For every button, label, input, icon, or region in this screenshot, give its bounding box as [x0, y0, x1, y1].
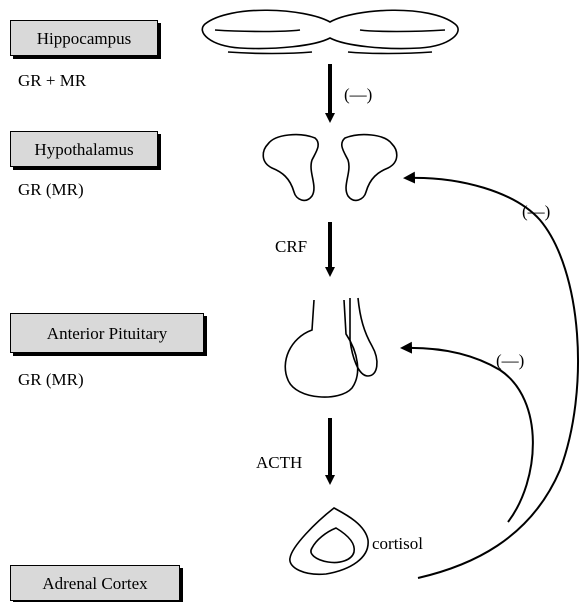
anterior-pituitary-drawing: [285, 298, 377, 397]
feedback-arrow-to-hypothalamus: [405, 178, 578, 578]
hypothalamus-drawing: [263, 135, 397, 201]
hippocampus-drawing: [202, 10, 458, 53]
adrenal-cortex-drawing: [290, 508, 368, 574]
feedback-arrow-to-pituitary: [402, 348, 533, 522]
